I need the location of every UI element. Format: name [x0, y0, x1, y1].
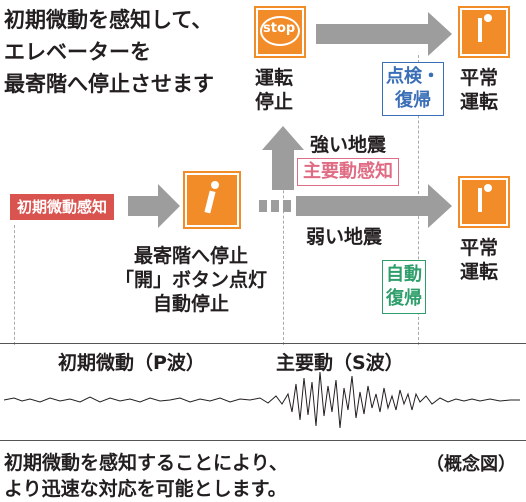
intro-line-1: 初期微動を感知して、 — [4, 8, 213, 32]
intro-text: 初期微動を感知して、 エレベーターを 最寄階へ停止させます — [4, 4, 214, 100]
elevator-frame — [256, 8, 304, 56]
nearest-floor-line-3: 自動停止 — [153, 293, 230, 315]
footer-note: （概念図） — [426, 454, 516, 475]
emergency-stop-line-2: 停止 — [255, 91, 294, 113]
auto-line-2: 復帰 — [386, 288, 422, 309]
arrow-stop-to-normal — [316, 12, 452, 56]
guide-line-middle — [283, 160, 284, 345]
elevator-frame — [460, 178, 508, 226]
elevator-frame — [460, 8, 508, 56]
weak-quake-label: 弱い地震 — [306, 226, 383, 248]
footer-line-2: より迅速な対応を可能とします。 — [4, 478, 287, 500]
nearest-floor-line-1: 最寄階へ停止 — [134, 245, 249, 267]
p-wave-label: 初期微動（P波） — [58, 352, 205, 374]
guide-line-left — [14, 225, 15, 345]
normal-top-label: 平常 運転 — [460, 66, 498, 114]
auto-recover-badge: 自動 復帰 — [382, 260, 426, 314]
normal-top-line-2: 運転 — [460, 91, 499, 113]
normal-top-line-1: 平常 — [460, 67, 499, 89]
arrow-dot-2 — [271, 200, 279, 212]
separator-top — [0, 343, 526, 344]
strong-quake-label: 強い地震 — [310, 134, 387, 156]
separator-bottom — [0, 440, 526, 441]
nearest-floor-line-2: 「開」ボタン点灯 — [115, 269, 268, 291]
normal-bottom-line-1: 平常 — [460, 237, 499, 259]
person-standing-icon — [478, 188, 482, 212]
arrow-detect-to-floor — [128, 184, 180, 228]
arrow-dot-3 — [283, 200, 291, 212]
s-wave-label: 主要動（S波） — [276, 352, 404, 374]
emergency-stop-label: 運転 停止 — [255, 66, 293, 114]
normal-bottom-label: 平常 運転 — [460, 236, 498, 284]
person-exiting-head-icon — [211, 181, 219, 189]
elevator-normal-top-icon — [458, 6, 510, 58]
stop-sign-icon — [260, 16, 300, 46]
inspect-recover-badge: 点検・ 復帰 — [382, 62, 444, 116]
footer-line-1: 初期微動を感知することにより、 — [4, 452, 288, 474]
person-head-icon — [484, 184, 492, 192]
emergency-stop-line-1: 運転 — [255, 67, 294, 89]
stop-icon-text: stop — [263, 21, 296, 36]
inspect-line-2: 復帰 — [395, 90, 431, 111]
person-head-icon — [484, 14, 492, 22]
auto-line-1: 自動 — [386, 264, 422, 285]
arrow-weak-quake — [296, 184, 452, 228]
seismic-waveform — [3, 371, 520, 429]
elevator-normal-bottom-icon — [458, 176, 510, 228]
initial-detect-badge: 初期微動感知 — [10, 194, 115, 220]
person-standing-icon — [478, 18, 482, 42]
nearest-floor-label: 最寄階へ停止 「開」ボタン点灯 自動停止 — [115, 244, 267, 316]
elevator-open-icon — [183, 171, 241, 229]
elevator-stop-icon: stop — [254, 6, 306, 58]
arrow-strong-quake — [262, 126, 304, 190]
arrow-dot-1 — [259, 200, 267, 212]
inspect-line-1: 点検・ — [386, 66, 440, 87]
elevator-frame — [185, 173, 239, 227]
intro-line-2: エレベーターを — [4, 40, 151, 64]
normal-bottom-line-2: 運転 — [460, 261, 499, 283]
intro-line-3: 最寄階へ停止させます — [4, 72, 214, 96]
main-detect-badge: 主要動感知 — [297, 158, 399, 186]
